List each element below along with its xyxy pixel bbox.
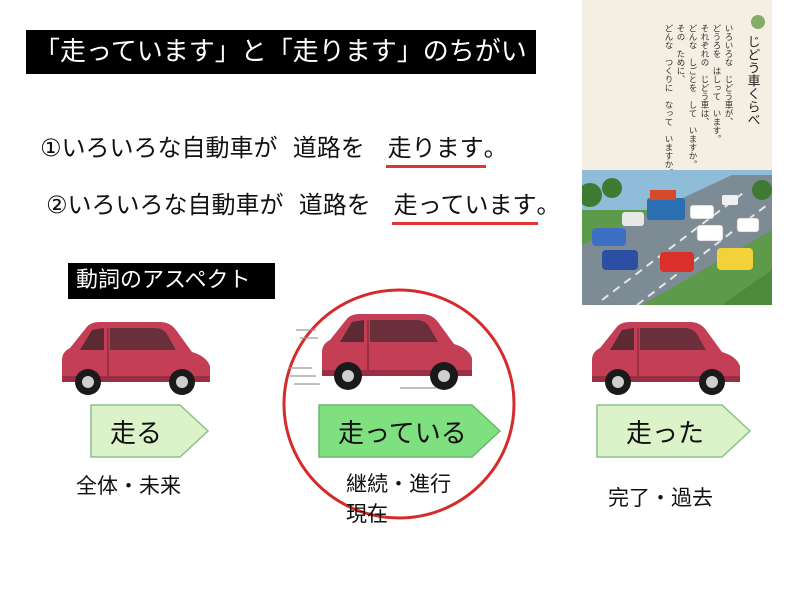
form-caption-3: 完了・過去: [608, 486, 713, 510]
svg-text:どんな つくりに なって いますか。: どんな つくりに なって いますか。: [663, 24, 673, 177]
svg-text:それぞれの じどう車は、: それぞれの じどう車は、: [699, 24, 709, 126]
form-label-3: 走った: [626, 419, 705, 449]
example-sentence-2: ②いろいろな自動車が 道路を 走っています。: [46, 185, 561, 225]
form-arrow-3: [596, 404, 752, 458]
form-label-2: 走っている: [338, 419, 467, 449]
form-caption-2-line-2: 現在: [346, 502, 388, 526]
svg-text:その ために、: その ために、: [675, 24, 685, 84]
car-icon: [592, 322, 740, 395]
svg-text:いろいろな じどう車が、: いろいろな じどう車が、: [723, 24, 733, 126]
svg-text:どうろを はしって います。: どうろを はしって います。: [711, 24, 721, 143]
form-arrow-1: [90, 404, 210, 458]
sentence-verb: 走ります: [385, 128, 486, 168]
sentence-object: 道路を: [298, 191, 371, 219]
sentence-object: 道路を: [292, 134, 365, 162]
road-illustration: [582, 170, 772, 305]
textbook-title: じどう車くらべ: [745, 35, 761, 126]
sentence-subject: いろいろな自動車が: [61, 134, 278, 162]
sentence-number: ①: [40, 134, 62, 162]
sentence-subject: いろいろな自動車が: [67, 191, 284, 219]
car-icon: [62, 322, 210, 395]
sentence-end: 。: [536, 191, 561, 219]
form-label-1: 走る: [110, 419, 163, 449]
form-caption-1: 全体・未来: [76, 474, 181, 498]
page-title: 「走っています」と「走ります」のちがい: [26, 30, 536, 74]
section-label: 動詞のアスペクト: [68, 263, 275, 299]
form-caption-2-line-1: 継続・進行: [346, 472, 451, 496]
highlight-circle: [282, 288, 516, 520]
textbook-page-image: じどう車くらべ いろいろな じどう車が、 どうろを はしって います。 それぞれ…: [582, 0, 772, 305]
svg-text:どんな しごとを して いますか。: どんな しごとを して いますか。: [687, 24, 697, 169]
form-arrow-2: [318, 404, 502, 458]
sentence-end: 。: [483, 134, 508, 162]
moving-car-icon: [288, 314, 472, 390]
example-sentence-1: ①いろいろな自動車が 道路を 走ります。: [40, 128, 508, 168]
sentence-number: ②: [46, 191, 68, 219]
sentence-verb: 走っています: [391, 185, 539, 225]
textbook-text-block: いろいろな じどう車が、 どうろを はしって います。 それぞれの じどう車は、…: [663, 24, 733, 177]
